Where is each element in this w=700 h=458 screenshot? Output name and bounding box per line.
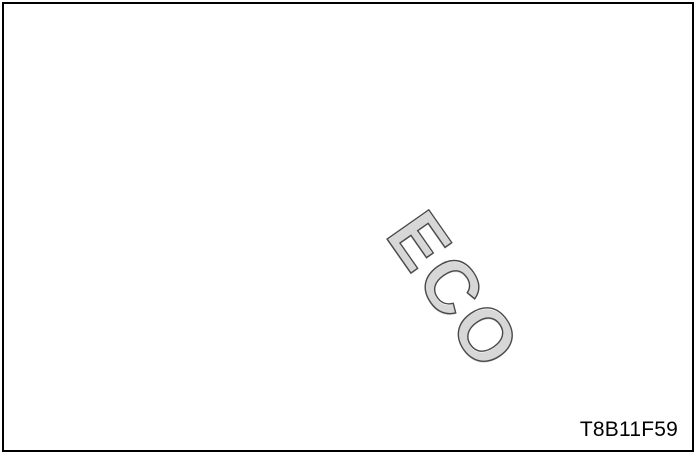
figure-id-label: T8B11F59 xyxy=(579,418,678,441)
figure-border xyxy=(2,2,694,452)
